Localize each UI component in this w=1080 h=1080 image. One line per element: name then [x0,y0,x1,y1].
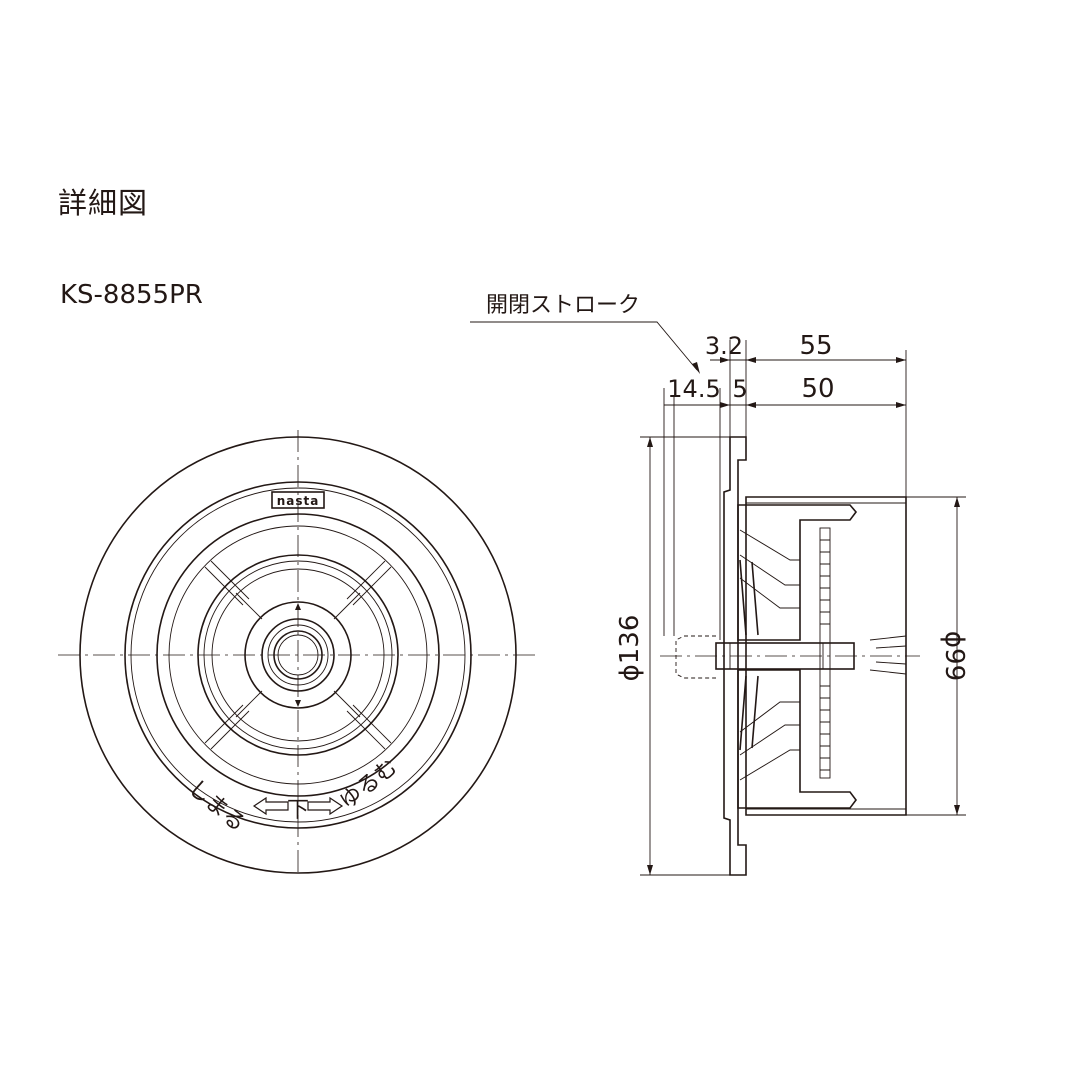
dim-diameter-99: ϕ99 [939,631,969,681]
dim-3-2: 3.2 [705,332,743,360]
flange-plate [723,436,747,876]
dial-arrow-left-icon [252,796,289,816]
dial-arrow-right-icon [307,796,344,816]
stroke-leader-line [470,321,698,371]
logo-text: nasta [277,494,320,508]
dim-14-5: 14.5 [667,375,720,403]
spokes [204,560,392,750]
internal-mechanism [737,504,907,809]
handle-stroke-outline [675,635,716,679]
model-number: KS-8855PR [60,280,203,310]
page-title: 詳細図 [58,186,149,220]
dim-50: 50 [801,374,834,404]
dim-55: 55 [799,331,832,361]
stroke-label: 開閉ストローク [486,293,640,318]
logo-plate [271,491,325,509]
dimension-arrows [647,357,960,875]
side-view: 開閉ストローク 3.2 55 14.5 5 50 ϕ136 ϕ99 [470,293,969,876]
dim-5: 5 [732,375,747,403]
dimension-lines [649,359,958,875]
extension-lines [640,340,966,876]
front-view: nasta しまる 下 ゆるむ [58,430,540,875]
dial-text-down: 下 [287,798,309,823]
dim-diameter-136: ϕ136 [615,615,645,682]
dial-text-close: しまる [183,775,250,837]
